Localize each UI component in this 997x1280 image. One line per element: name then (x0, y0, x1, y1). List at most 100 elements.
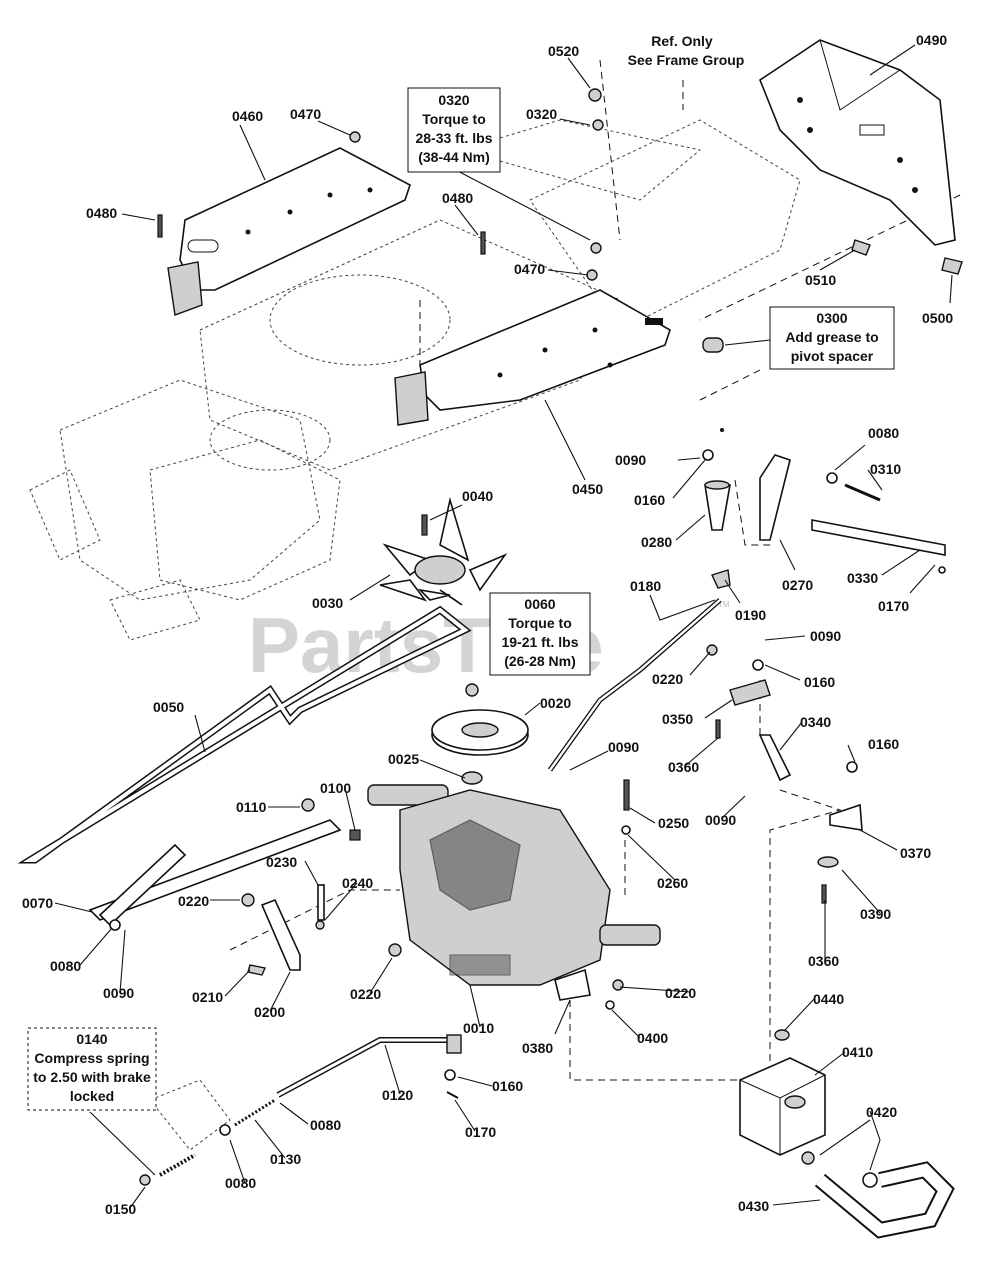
callout-0170-bottom: 0170 (465, 1124, 496, 1140)
callout-0180: 0180 (630, 578, 661, 594)
callout-0080-top: 0080 (868, 425, 899, 441)
callout-0130: 0130 (270, 1151, 301, 1167)
callout-0460: 0460 (232, 108, 263, 124)
note-0060-line-1: 0060 (524, 596, 555, 612)
callout-0220-right: 0220 (665, 985, 696, 1001)
hardware-top (157, 88, 963, 353)
note-0140-line-1: 0140 (76, 1031, 107, 1047)
callout-0490: 0490 (916, 32, 947, 48)
callout-0070: 0070 (22, 895, 53, 911)
callout-0110: 0110 (236, 799, 267, 815)
callout-0090-center: 0090 (608, 739, 639, 755)
callout-0360-top: 0360 (668, 759, 699, 775)
note-0320-line-1: 0320 (438, 92, 469, 108)
callout-0090-lower-right: 0090 (705, 812, 736, 828)
brake-rod-0120 (139, 1034, 462, 1186)
note-0060-line-2: Torque to (508, 615, 572, 631)
callout-0430: 0430 (738, 1198, 769, 1214)
callout-0440: 0440 (813, 991, 844, 1007)
callout-0160-bottom: 0160 (492, 1078, 523, 1094)
note-0140: 0140 Compress spring to 2.50 with brake … (27, 1027, 157, 1111)
hose-0430 (801, 1151, 955, 1239)
callout-0270: 0270 (782, 577, 813, 593)
trademark-mark: TM (718, 600, 730, 609)
frame-ref-line-2: See Frame Group (628, 52, 745, 68)
callout-0030: 0030 (312, 595, 343, 611)
callout-0210: 0210 (192, 989, 223, 1005)
note-0320-line-2: Torque to (422, 111, 486, 127)
note-0140-line-3: to 2.50 with brake (33, 1069, 151, 1085)
note-0140-line-4: locked (70, 1088, 114, 1104)
callout-0250: 0250 (658, 815, 689, 831)
belt-0050 (17, 605, 472, 864)
bracket-0200 (241, 884, 402, 976)
note-0140-line-2: Compress spring (34, 1050, 149, 1066)
transaxle-0010 (367, 784, 661, 986)
callout-0150: 0150 (105, 1201, 136, 1217)
note-0300-line-3: pivot spacer (791, 348, 874, 364)
seat-plate-0460 (167, 147, 411, 316)
note-0300-line-1: 0300 (816, 310, 847, 326)
note-0320-line-4: (38-44 Nm) (418, 149, 490, 165)
callout-0520: 0520 (548, 43, 579, 59)
bracket-0490 (759, 39, 956, 246)
note-0320-line-3: 28-33 ft. lbs (415, 130, 492, 146)
arm-0070 (88, 798, 361, 931)
callout-0025: 0025 (388, 751, 419, 767)
callout-0400: 0400 (637, 1030, 668, 1046)
callout-0420: 0420 (866, 1104, 897, 1120)
pulley-0020 (431, 683, 529, 785)
control-parts-right (706, 644, 863, 904)
callout-0170-top: 0170 (878, 598, 909, 614)
callout-0160-far-right: 0160 (868, 736, 899, 752)
callout-0500: 0500 (922, 310, 953, 326)
callout-0200: 0200 (254, 1004, 285, 1020)
callout-0480-center: 0480 (442, 190, 473, 206)
callout-0340: 0340 (800, 714, 831, 730)
callout-0390: 0390 (860, 906, 891, 922)
callout-0190: 0190 (735, 607, 766, 623)
note-0300-line-2: Add grease to (785, 329, 878, 345)
note-0060: 0060 Torque to 19-21 ft. lbs (26-28 Nm) (489, 592, 591, 676)
note-0300: 0300 Add grease to pivot spacer (769, 306, 895, 370)
callout-0160-top: 0160 (634, 492, 665, 508)
callout-0090-right-top: 0090 (810, 628, 841, 644)
part-callouts: 0520 0490 0460 0470 0320 0480 0480 0470 … (22, 32, 953, 1217)
callout-0450: 0450 (572, 481, 603, 497)
callout-0050: 0050 (153, 699, 184, 715)
callout-0010: 0010 (463, 1020, 494, 1036)
callout-0040: 0040 (462, 488, 493, 504)
fan-0030 (379, 496, 508, 606)
callout-0020: 0020 (540, 695, 571, 711)
callout-0100: 0100 (320, 780, 351, 796)
tank-0410 (739, 1029, 826, 1156)
callout-0320: 0320 (526, 106, 557, 122)
callout-0080-bottom-left: 0080 (225, 1175, 256, 1191)
lower-brackets (554, 779, 631, 1010)
note-0320: 0320 Torque to 28-33 ft. lbs (38-44 Nm) (407, 87, 501, 173)
callout-0360-right: 0360 (808, 953, 839, 969)
callout-0090-top: 0090 (615, 452, 646, 468)
callout-0120: 0120 (382, 1087, 413, 1103)
callout-0470-center: 0470 (514, 261, 545, 277)
callout-0220-center: 0220 (350, 986, 381, 1002)
plate-0450 (394, 289, 671, 426)
callout-0160-right: 0160 (804, 674, 835, 690)
callout-0330: 0330 (847, 570, 878, 586)
callout-0240: 0240 (342, 875, 373, 891)
callout-0410: 0410 (842, 1044, 873, 1060)
callout-0470-top: 0470 (290, 106, 321, 122)
callout-0380: 0380 (522, 1040, 553, 1056)
callout-0260: 0260 (657, 875, 688, 891)
callout-0510: 0510 (805, 272, 836, 288)
frame-ref-line-1: Ref. Only (651, 33, 713, 49)
note-frame-ref: Ref. Only See Frame Group (628, 33, 745, 68)
callout-0310: 0310 (870, 461, 901, 477)
note-0060-line-4: (26-28 Nm) (504, 653, 576, 669)
callout-0080-bottom: 0080 (310, 1117, 341, 1133)
callout-0220-left: 0220 (178, 893, 209, 909)
callout-0220-top: 0220 (652, 671, 683, 687)
callout-0370: 0370 (900, 845, 931, 861)
callout-0350: 0350 (662, 711, 693, 727)
